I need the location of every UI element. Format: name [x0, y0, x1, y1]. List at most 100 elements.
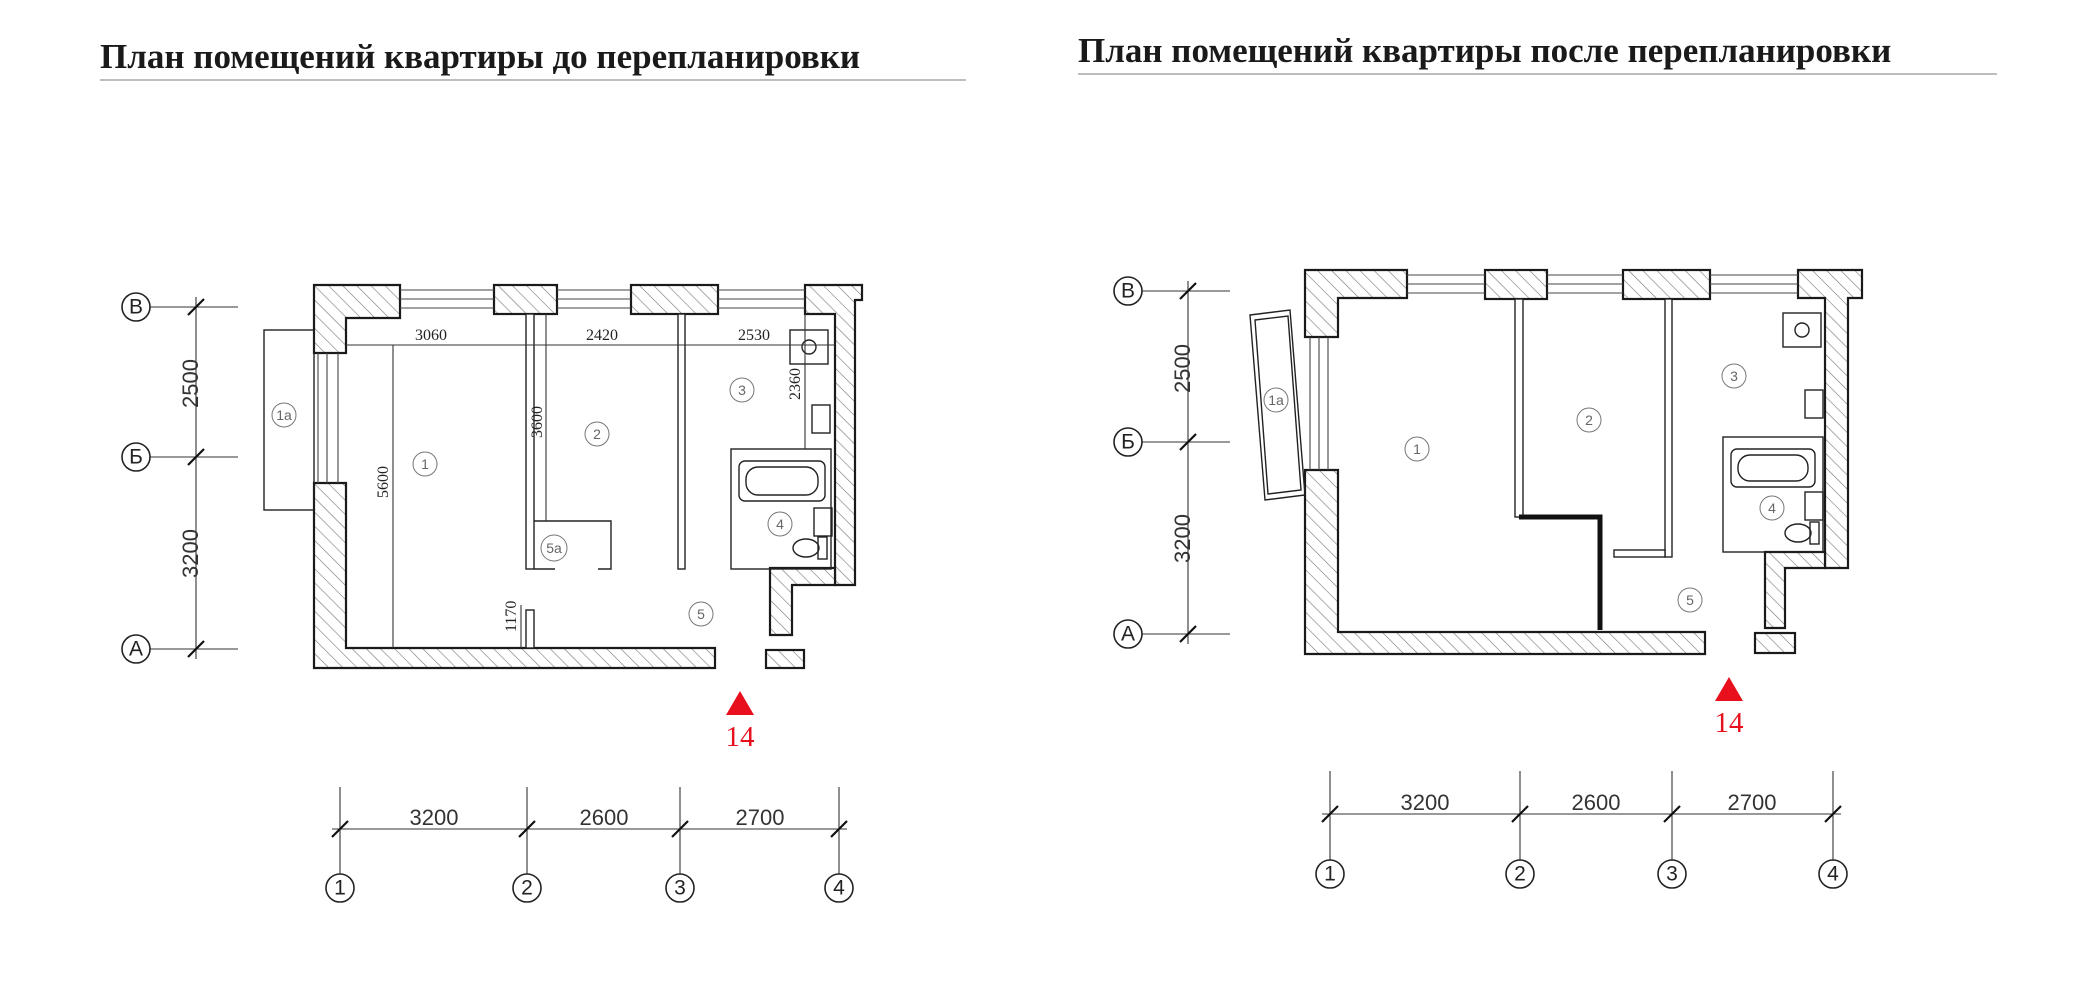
room-label: 5	[1677, 587, 1703, 613]
wall	[768, 566, 837, 637]
axis-2: 2	[512, 873, 542, 903]
dim-h3: 2360	[787, 368, 804, 400]
dim-w1: 3060	[415, 327, 447, 344]
axis-b: Б	[1113, 427, 1143, 457]
partition	[1514, 298, 1824, 630]
room-label: 3	[729, 377, 755, 403]
svg-text:3: 3	[674, 877, 686, 900]
room-label: 4	[767, 511, 793, 537]
view-marker-label: 14	[726, 721, 756, 753]
triangle-icon	[1715, 677, 1743, 701]
col-dim: 3200	[1401, 790, 1450, 815]
bathtub-icon	[1730, 448, 1816, 488]
window	[1309, 274, 1798, 470]
title-after: План помещений квартиры после перепланир…	[1078, 31, 1997, 75]
plan-before: 3060 2420 2530 5600 3600 2360 1170 1а 1 …	[121, 283, 864, 903]
svg-text:2: 2	[521, 877, 533, 900]
svg-text:1: 1	[421, 456, 429, 472]
axis-v: В	[121, 292, 151, 322]
axis-a: А	[121, 634, 151, 664]
svg-text:5: 5	[1686, 592, 1694, 608]
col-dim: 3200	[410, 805, 459, 830]
triangle-icon	[726, 691, 754, 715]
row-dim: 3200	[178, 529, 203, 578]
row-dim: 2500	[1170, 344, 1195, 393]
wall	[1796, 268, 1864, 570]
svg-text:А: А	[129, 638, 143, 661]
axis-4: 4	[1818, 859, 1848, 889]
new-partition	[1519, 514, 1603, 630]
plan-after: 1а 1 2 3 4 5 В Б А 2500 3200	[1113, 268, 1864, 889]
wall	[1303, 468, 1707, 656]
svg-text:5: 5	[697, 606, 705, 622]
wall	[1753, 631, 1797, 655]
svg-text:2: 2	[1514, 863, 1526, 886]
sink-icon	[1782, 312, 1824, 521]
balcony	[1249, 309, 1306, 501]
toilet-icon	[792, 536, 828, 560]
wall	[629, 283, 720, 316]
room-label: 4	[1759, 495, 1785, 521]
axis-v: В	[1113, 276, 1143, 306]
col-dim: 2600	[580, 805, 629, 830]
room-label: 5а	[540, 534, 568, 562]
svg-text:4: 4	[1768, 500, 1776, 516]
svg-text:2: 2	[1585, 412, 1593, 428]
axis-1: 1	[325, 873, 355, 903]
svg-text:4: 4	[833, 877, 845, 900]
balcony	[263, 329, 315, 511]
room-label: 3	[1721, 363, 1747, 389]
svg-text:В: В	[1121, 280, 1135, 303]
row-axes: В Б А 2500 3200	[121, 292, 238, 664]
svg-text:3: 3	[1730, 368, 1738, 384]
axis-a: А	[1113, 619, 1143, 649]
wall	[1621, 268, 1712, 301]
svg-text:В: В	[129, 296, 143, 319]
svg-text:1: 1	[334, 877, 346, 900]
svg-text:3: 3	[1666, 863, 1678, 886]
svg-text:1: 1	[1324, 863, 1336, 886]
wall	[1303, 268, 1409, 339]
row-axes: В Б А 2500 3200	[1113, 276, 1230, 649]
axis-1: 1	[1315, 859, 1345, 889]
axis-2: 2	[1505, 859, 1535, 889]
row-dim: 2500	[178, 359, 203, 408]
col-dim: 2600	[1572, 790, 1621, 815]
view-marker-label: 14	[1715, 707, 1745, 739]
wall	[492, 283, 559, 316]
view-marker: 14	[726, 691, 756, 753]
room-label: 2	[584, 421, 610, 447]
view-marker: 14	[1715, 677, 1745, 739]
wall	[764, 648, 806, 670]
axis-4: 4	[824, 873, 854, 903]
svg-text:А: А	[1121, 623, 1135, 646]
room-label: 1а	[271, 402, 297, 428]
wall	[312, 481, 717, 670]
svg-text:1а: 1а	[1268, 392, 1284, 408]
dim-w3: 2530	[738, 327, 770, 344]
dim-h2: 3600	[529, 406, 546, 438]
room-label: 5	[688, 601, 714, 627]
room-label: 2	[1576, 407, 1602, 433]
svg-text:Б: Б	[129, 446, 143, 469]
title-before: План помещений квартиры до перепланировк…	[100, 37, 966, 81]
dim-h4: 1170	[503, 601, 520, 632]
col-dim: 2700	[1728, 790, 1777, 815]
svg-text:4: 4	[1827, 863, 1839, 886]
wall	[1763, 550, 1827, 630]
svg-text:Б: Б	[1121, 431, 1135, 454]
svg-text:1: 1	[1413, 441, 1421, 457]
wall	[312, 283, 402, 355]
room-label: 1	[1404, 436, 1430, 462]
room-label: 1	[412, 451, 438, 477]
svg-text:4: 4	[776, 516, 784, 532]
bathtub-icon	[738, 460, 826, 502]
room-label: 1а	[1263, 387, 1289, 413]
svg-text:5а: 5а	[546, 540, 562, 556]
wall	[1483, 268, 1549, 301]
dim-h1: 5600	[375, 466, 392, 498]
sink-icon	[789, 329, 833, 537]
svg-text:3: 3	[738, 382, 746, 398]
toilet-icon	[1784, 521, 1820, 545]
